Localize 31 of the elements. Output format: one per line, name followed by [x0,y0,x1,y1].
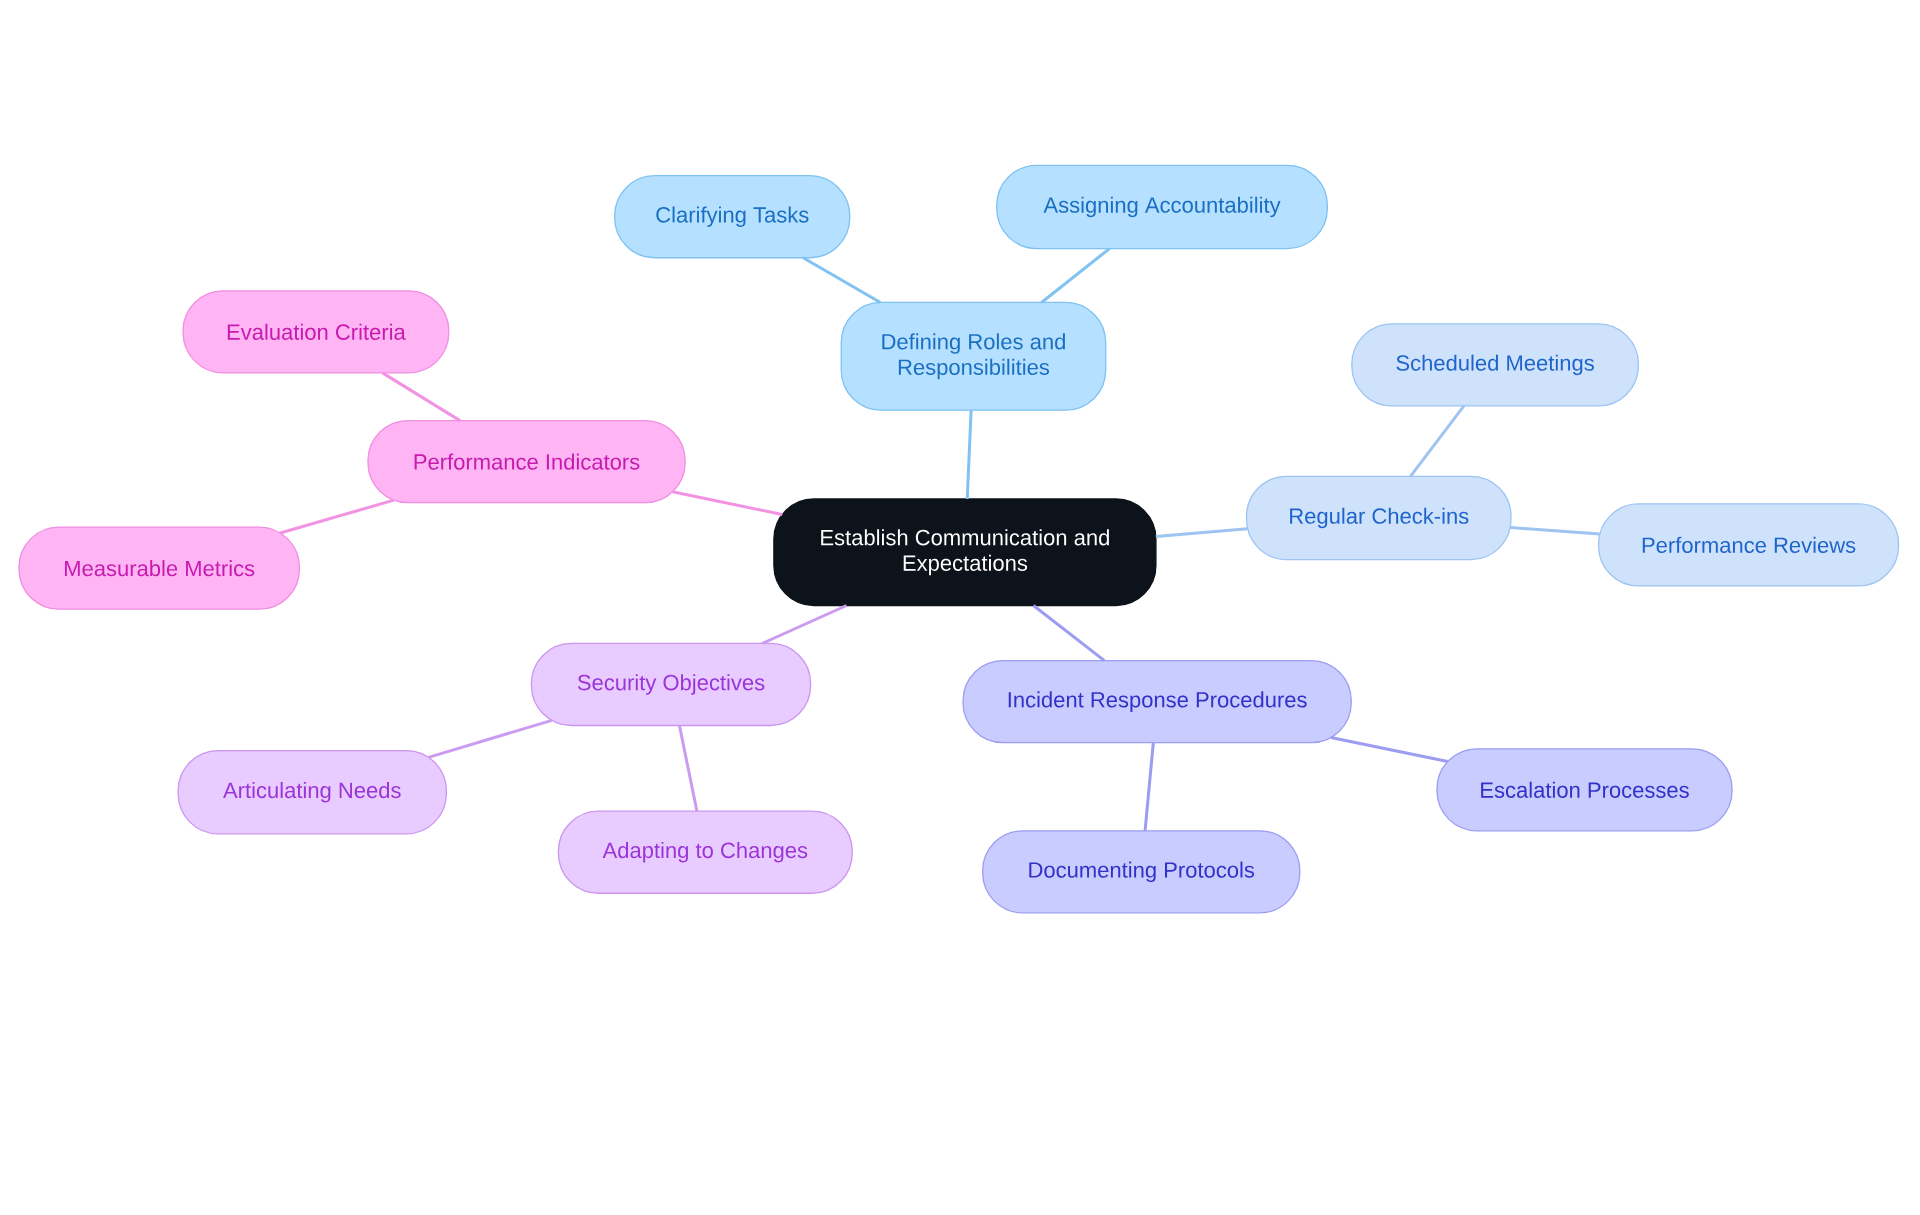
topic-node: Incident Response Procedures [962,659,1352,744]
connector-line [1409,405,1466,478]
topic-node: Assigning Accountability [996,164,1328,250]
connector-line [1032,604,1106,662]
connector-line [1143,742,1155,831]
central-topic-node: Establish Communication and Expectations [773,498,1157,607]
topic-node: Adapting to Changes [557,810,853,894]
topic-node: Articulating Needs [177,749,447,835]
connector-line [381,371,461,422]
connector-line [672,490,783,516]
connector-line [802,256,882,304]
topic-node: Escalation Processes [1436,748,1733,832]
connector-line [1330,736,1448,764]
topic-node: Scheduled Meetings [1351,323,1640,407]
connector-line [1155,527,1248,538]
connector-line [428,718,553,759]
topic-node: Regular Check-ins [1245,475,1512,561]
connector-line [1510,526,1600,536]
connector-line [279,498,395,535]
topic-node: Clarifying Tasks [614,175,851,259]
topic-node: Performance Indicators [367,419,686,504]
connector-line [761,604,848,645]
topic-node: Performance Reviews [1597,503,1900,587]
connector-line [1040,247,1111,304]
connector-line [965,410,973,500]
topic-node: Defining Roles and Responsibilities [840,301,1107,411]
connector-line [677,725,699,812]
topic-node: Security Objectives [530,642,812,727]
topic-node: Measurable Metrics [18,526,301,610]
topic-node: Documenting Protocols [982,830,1301,914]
topic-node: Evaluation Criteria [182,290,450,374]
